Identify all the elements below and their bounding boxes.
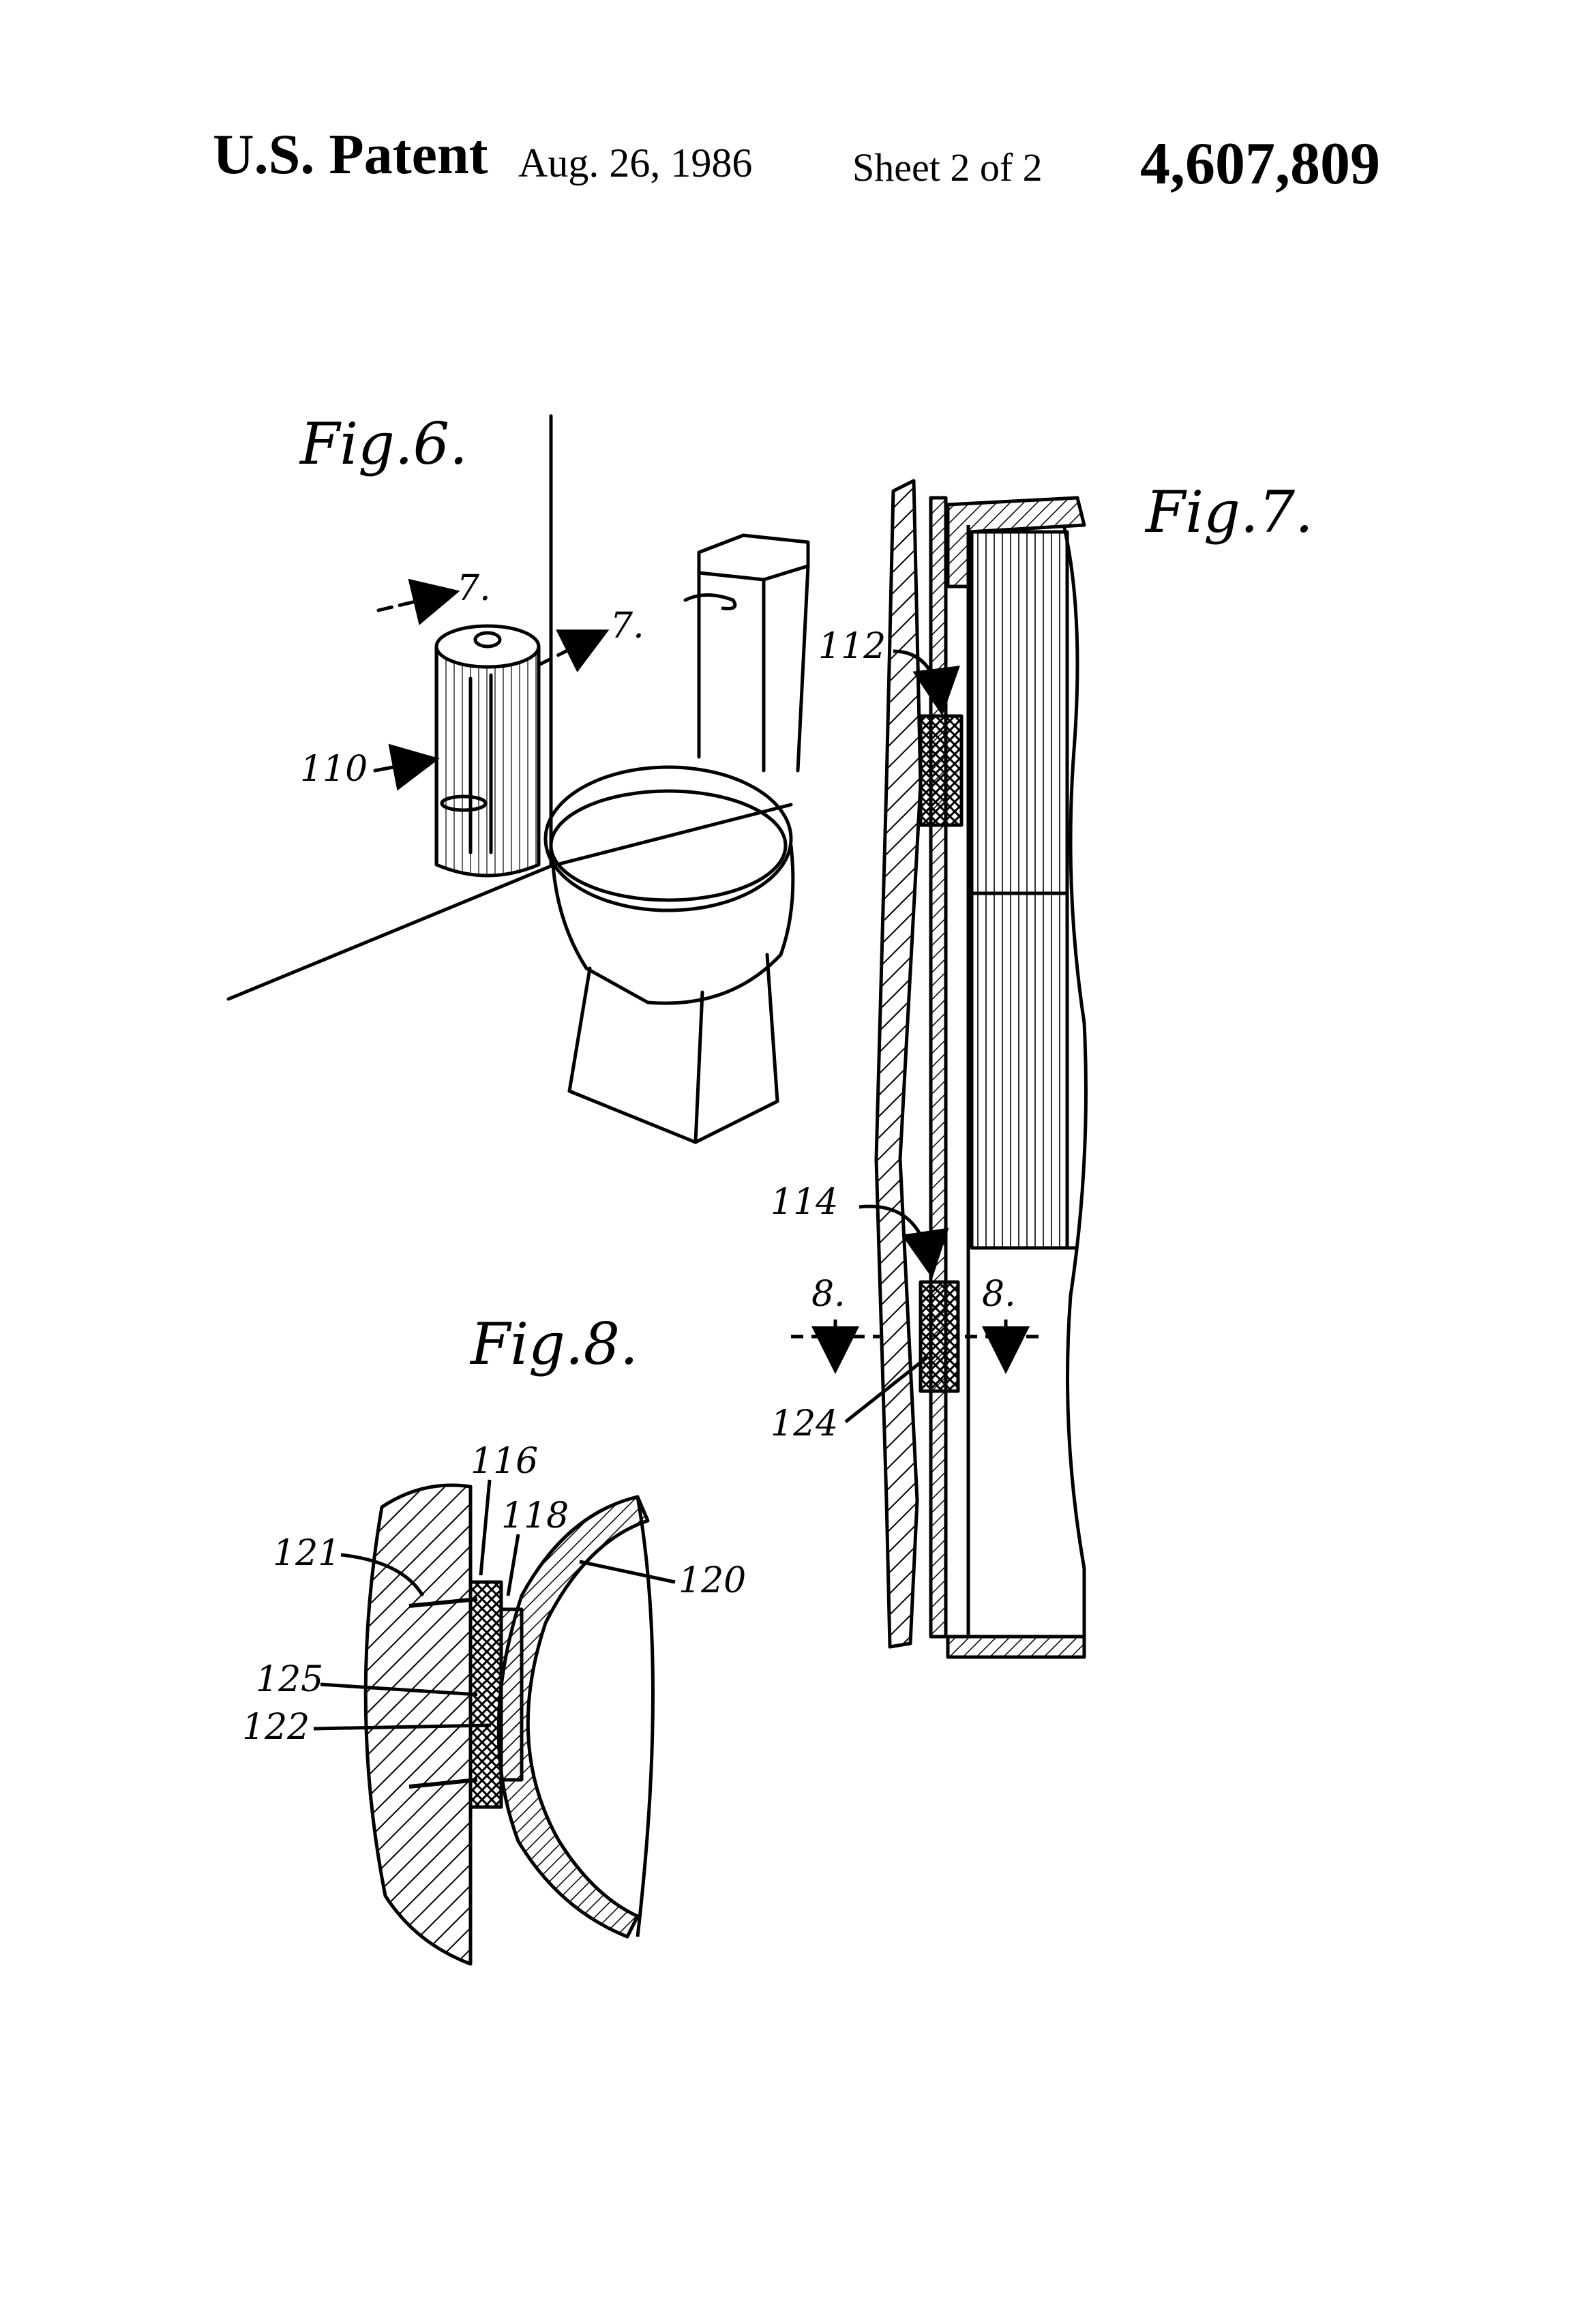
fig8-ref-125: 125 bbox=[256, 1659, 323, 1700]
fig8: Fig.8. 116 118 120 121 125 122 bbox=[242, 1311, 746, 1964]
fig7-section-8-right: 8. bbox=[982, 1274, 1016, 1315]
fig6-ref-110: 110 bbox=[300, 749, 368, 790]
fig7-title: Fig.7. bbox=[1144, 479, 1313, 546]
fig6-title: Fig.6. bbox=[299, 411, 468, 477]
fig8-ref-116: 116 bbox=[471, 1441, 538, 1482]
fig8-ref-121: 121 bbox=[273, 1533, 340, 1574]
fig8-ref-122: 122 bbox=[242, 1707, 310, 1748]
fig6: Fig.6. 7. 7. 110 bbox=[228, 411, 808, 1142]
fig6-section-7-right: 7. bbox=[610, 606, 644, 646]
fig6-section-7-left: 7. bbox=[457, 568, 491, 609]
fig8-ref-120: 120 bbox=[678, 1560, 746, 1601]
fig7: Fig.7. 112 114 124 8. 8. bbox=[771, 479, 1313, 1657]
fig7-ref-112: 112 bbox=[818, 626, 886, 667]
fig7-section-8-left: 8. bbox=[811, 1274, 846, 1315]
fig7-ref-124: 124 bbox=[771, 1403, 838, 1444]
fig8-ref-118: 118 bbox=[501, 1495, 569, 1536]
fig7-ref-114: 114 bbox=[771, 1182, 838, 1223]
fig8-title: Fig.8. bbox=[469, 1311, 638, 1377]
